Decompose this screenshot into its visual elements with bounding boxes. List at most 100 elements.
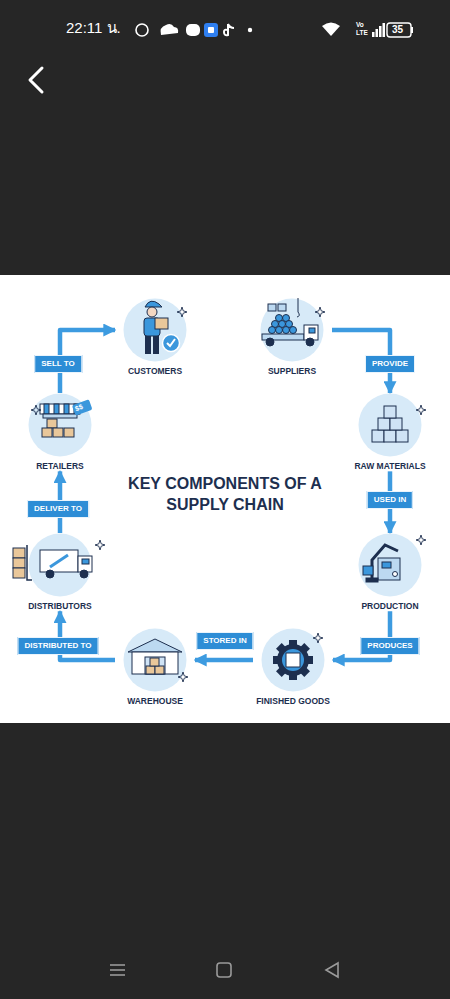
sparkle	[177, 307, 187, 317]
status-icons	[136, 23, 413, 38]
edge-label: STORED IN	[196, 632, 253, 650]
sparkle	[31, 405, 41, 415]
finished-goods-gear	[273, 640, 313, 680]
retail-shop-icon	[54, 404, 59, 414]
status-icons	[161, 24, 179, 35]
status-icons	[383, 23, 386, 37]
supplier-truck-icon	[309, 328, 315, 333]
retail-shop-icon	[72, 399, 93, 415]
edge-label: PRODUCES	[360, 637, 419, 655]
distributor-truck-icon	[50, 555, 68, 567]
stage-node: SUPPLIERS	[252, 298, 332, 376]
warehouse-icon	[150, 658, 159, 666]
status-icons	[322, 23, 340, 37]
flow-arrow	[195, 658, 253, 663]
navigation-bar	[110, 963, 338, 977]
stage-node: RAW MATERIALS	[350, 393, 430, 471]
warehouse-icon	[128, 639, 182, 674]
node-circle-shape	[124, 629, 187, 692]
customer-icon	[163, 335, 180, 352]
supplier-truck-icon	[272, 321, 279, 328]
node-circle	[123, 628, 187, 692]
supplier-truck-icon	[269, 327, 276, 334]
sparkle	[416, 405, 426, 415]
status-icons	[136, 24, 148, 36]
node-circle	[28, 393, 92, 457]
node-circle	[260, 298, 324, 362]
retail-shop-icon	[43, 414, 77, 418]
node-circle	[28, 533, 92, 597]
node-circle	[358, 393, 422, 457]
raw-material-cubes	[372, 406, 408, 442]
edge-label: SELL TO	[34, 355, 82, 373]
warehouse-icon	[128, 639, 182, 652]
node-label: WAREHOUSE	[115, 697, 195, 706]
supplier-truck-icon	[283, 327, 290, 334]
sparkle	[95, 540, 105, 550]
distributor-truck-icon	[78, 556, 92, 572]
sparkle	[416, 535, 426, 545]
distributor-truck-icon	[13, 568, 25, 578]
sparkle	[31, 307, 426, 682]
node-label: RETAILERS	[20, 462, 100, 471]
supplier-truck-icon	[279, 321, 286, 328]
edge-label: DELIVER TO	[27, 500, 89, 518]
distributor-truck-icon	[82, 559, 89, 564]
supplier-truck-icon	[266, 338, 274, 346]
supplier-truck-icon	[276, 327, 283, 334]
node-label: PRODUCTION	[350, 602, 430, 611]
node-circle-shape	[359, 394, 422, 457]
navigation-bar	[110, 964, 125, 966]
node-label: CUSTOMERS	[115, 367, 195, 376]
navigation-bar	[110, 974, 125, 976]
retail-shop-icon	[64, 404, 69, 414]
stage-node: RETAILERS	[20, 393, 100, 471]
diagram-title: KEY COMPONENTS OF A SUPPLY CHAIN	[120, 474, 330, 516]
supplier-truck-icon	[306, 338, 314, 346]
customer-icon	[145, 336, 151, 354]
supplier-truck-icon	[262, 298, 318, 346]
supplier-truck-icon	[278, 304, 286, 311]
retail-shop-icon	[40, 404, 80, 414]
warehouse-icon	[146, 666, 155, 674]
production-robot-icon	[372, 545, 398, 578]
back-arrow	[30, 68, 42, 92]
supplier-truck-icon	[262, 334, 304, 340]
status-icons	[248, 28, 252, 32]
retail-shop-icon	[53, 428, 63, 437]
node-circle	[123, 298, 187, 362]
production-robot-icon	[363, 545, 400, 582]
node-circle	[261, 628, 325, 692]
supplier-truck-icon	[283, 315, 290, 322]
warehouse-icon	[132, 652, 178, 674]
customer-icon	[167, 339, 175, 346]
status-icons	[208, 27, 214, 33]
supplier-truck-icon	[276, 315, 283, 322]
finished-goods-gear	[289, 672, 297, 680]
status-icons	[224, 24, 234, 35]
warehouse-icon	[155, 666, 164, 674]
customer-icon	[144, 301, 180, 354]
stage-node: DISTRIBUTORS	[20, 533, 100, 611]
finished-goods-gear	[299, 666, 310, 677]
raw-material-cubes	[396, 430, 408, 442]
supplier-truck-icon	[268, 304, 276, 311]
sparkle	[178, 672, 188, 682]
finished-goods-gear	[282, 649, 304, 671]
sparkle	[313, 633, 323, 643]
stage-node: FINISHED GOODS	[253, 628, 333, 706]
node-circle-shape	[29, 534, 92, 597]
finished-goods-gear	[299, 643, 310, 654]
node-label: DISTRIBUTORS	[20, 602, 100, 611]
production-robot-icon	[393, 572, 398, 577]
supplier-truck-icon	[304, 325, 318, 340]
retail-shop-icon	[47, 419, 57, 428]
finished-goods-gear	[273, 656, 281, 664]
production-robot-icon	[378, 558, 400, 580]
node-label: FINISHED GOODS	[253, 697, 333, 706]
customer-icon	[144, 318, 160, 336]
finished-goods-gear	[277, 644, 309, 676]
stage-node: CUSTOMERS	[115, 298, 195, 376]
